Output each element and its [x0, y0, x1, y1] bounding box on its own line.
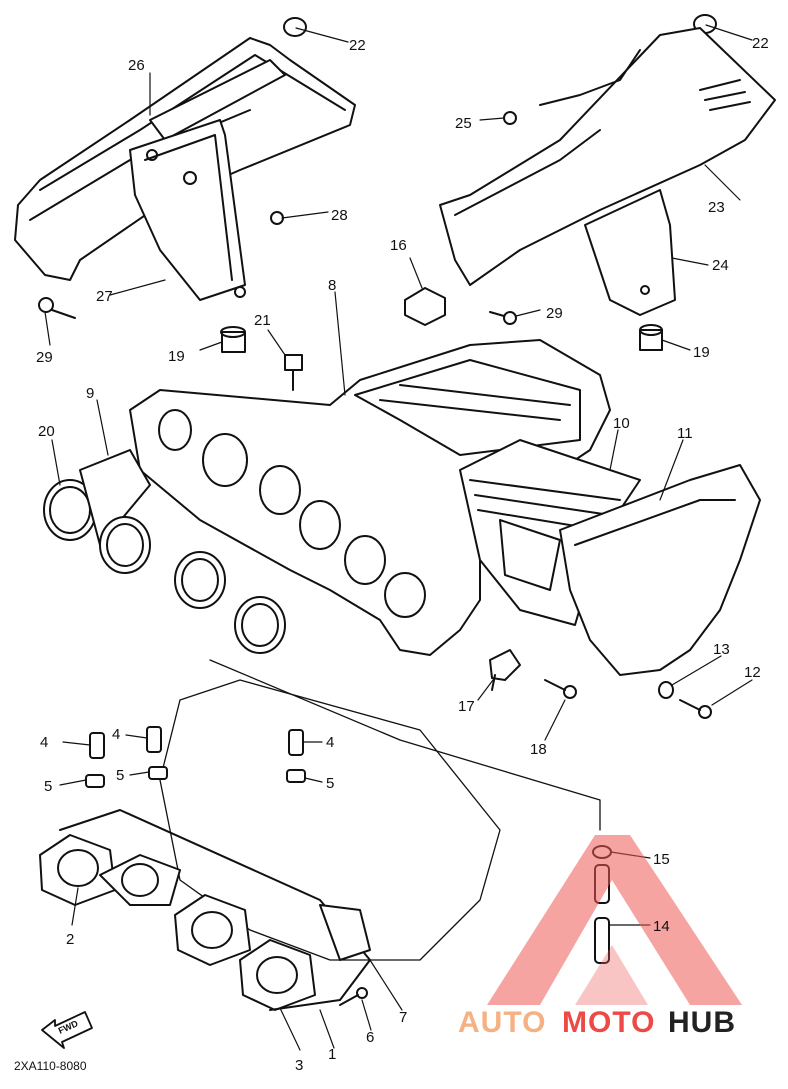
label-part-15: 15	[653, 851, 670, 868]
label-part-6: 6	[366, 1029, 374, 1046]
label-part-29a: 29	[36, 349, 53, 366]
label-part-29b: 29	[546, 305, 563, 322]
label-part-14: 14	[653, 918, 670, 935]
screw-part-6	[339, 987, 368, 1006]
damper-part-16	[404, 287, 446, 326]
screw-part-18	[544, 679, 577, 699]
label-part-25: 25	[455, 115, 472, 132]
label-part-11: 11	[677, 425, 693, 442]
label-part-4b: 4	[112, 726, 120, 743]
label-part-28: 28	[331, 207, 348, 224]
washer-part-13	[658, 681, 674, 699]
watermark-text-part2: MOTO	[562, 1006, 655, 1039]
grommet-part-19-left	[220, 326, 246, 353]
label-part-19a: 19	[168, 348, 185, 365]
fwd-arrow-icon: FWD	[41, 1011, 93, 1049]
label-part-4a: 4	[40, 734, 48, 751]
watermark-logo: AUTO MOTO HUB	[458, 835, 742, 1039]
bolt-part-21	[284, 354, 303, 391]
joint-part-9	[79, 449, 286, 654]
watermark-text-part1: AUTO	[458, 1006, 546, 1039]
bracket-part-27	[129, 119, 246, 301]
bolt-part-29-left	[38, 297, 76, 319]
label-part-9: 9	[86, 385, 94, 402]
washer-part-25	[503, 111, 517, 125]
label-part-13: 13	[713, 641, 730, 658]
clip-part-5	[85, 766, 306, 788]
bracket-part-24	[584, 189, 676, 316]
watermark-text-part3: HUB	[668, 1006, 736, 1039]
label-part-22a: 22	[349, 37, 366, 54]
label-part-23: 23	[708, 199, 725, 216]
label-part-3: 3	[295, 1057, 303, 1074]
carb-joint-part-2	[39, 834, 316, 1011]
screw-part-12	[679, 699, 712, 719]
label-part-27: 27	[96, 288, 113, 305]
filter-cover-part-11	[559, 464, 761, 676]
watermark-triangle-icon	[487, 835, 742, 1005]
label-part-19b: 19	[693, 344, 710, 361]
label-part-5b: 5	[116, 767, 124, 784]
label-part-7: 7	[399, 1009, 407, 1026]
washer-part-28	[270, 211, 284, 225]
label-part-2: 2	[66, 931, 74, 948]
label-part-5c: 5	[326, 775, 334, 792]
grommet-part-22-left	[283, 17, 307, 37]
label-part-24: 24	[712, 257, 729, 274]
label-part-10: 10	[613, 415, 630, 432]
label-part-4c: 4	[326, 734, 334, 751]
label-part-1: 1	[328, 1046, 336, 1063]
label-part-16: 16	[390, 237, 407, 254]
label-part-20: 20	[38, 423, 55, 440]
label-part-26: 26	[128, 57, 145, 74]
cap-part-4	[89, 726, 304, 759]
manifold-part-1	[59, 809, 371, 1011]
grommet-part-19-right	[639, 324, 663, 351]
label-part-5a: 5	[44, 778, 52, 795]
label-part-17: 17	[458, 698, 475, 715]
label-part-21: 21	[254, 312, 271, 329]
engine-outline	[159, 659, 601, 961]
drawing-code: 2XA110-8080	[14, 1059, 87, 1073]
callout-labels: 1 2 3 4 4 4 5 5 5 6 7 8 9 10 11 12 13 14…	[14, 35, 769, 1074]
air-filter-case-part-8	[129, 339, 611, 656]
cover-right-part-23	[439, 27, 776, 286]
label-part-18: 18	[530, 741, 547, 758]
bolt-part-29-right	[489, 311, 517, 325]
bracket-part-17	[489, 649, 521, 691]
label-part-22b: 22	[752, 35, 769, 52]
label-part-12: 12	[744, 664, 761, 681]
label-part-8: 8	[328, 277, 336, 294]
leader-lines	[44, 24, 753, 1051]
